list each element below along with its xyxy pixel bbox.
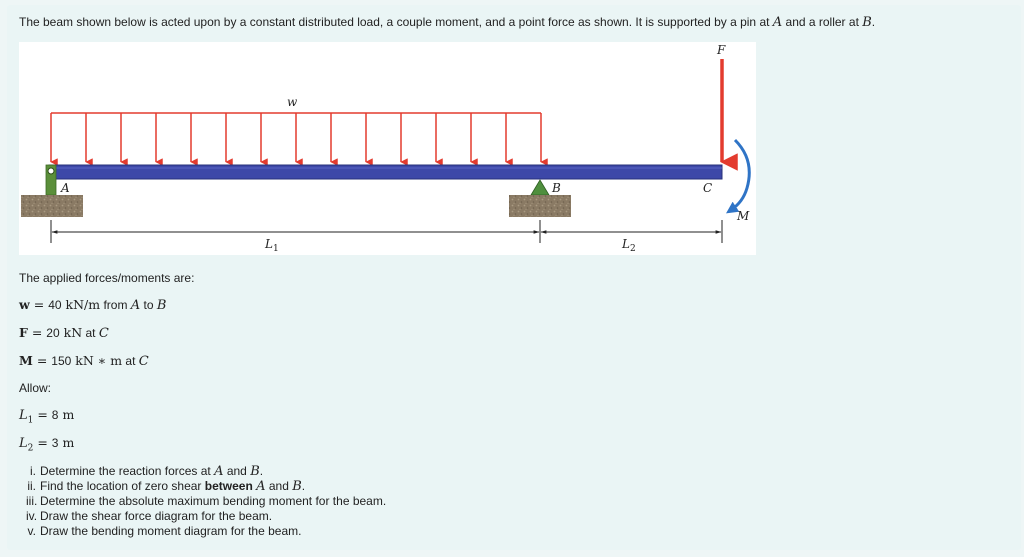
ground-a [21,195,83,217]
task-item: i.Determine the reaction forces at A and… [30,464,264,479]
beam-diagram: w A B F C M L1 L [21,43,751,254]
applied-heading: The applied forces/moments are: [19,271,195,285]
intro-text-3: . [871,15,876,29]
force-f-label: F [716,43,726,57]
pin-support-a [21,164,83,217]
task-item: v.Draw the bending moment diagram for th… [27,524,302,538]
l1-label: L1 [264,237,279,254]
task-item: iii.Determine the absolute maximum bendi… [26,494,387,508]
load-w-line: w = 40 kN/m from A to B [19,297,167,313]
pin-point-label: A [772,15,783,30]
roller-point-label: B [862,15,872,30]
beam [48,164,723,180]
point-c-label: C [703,181,712,195]
ground-b [509,195,571,217]
w-label: w [287,95,298,109]
beam-figure: w A B F C M L1 L [19,42,756,255]
length-l1-line: L1 = 8 m [19,407,75,426]
moment-m-label: M [736,209,750,223]
load-f-line: F = 20 kN at C [19,325,109,341]
allow-heading: Allow: [19,381,52,395]
roller-support-b [509,179,571,217]
couple-moment-arrow [726,138,751,214]
intro-text-2: and a roller at [782,15,863,29]
l2-label: L2 [621,237,636,254]
intro-text-1: The beam shown below is acted upon by a … [19,15,773,29]
distributed-load [50,112,548,166]
point-b-label: B [551,181,561,195]
load-m-line: M = 150 kN ∗ m at C [19,353,149,369]
length-l2-line: L2 = 3 m [19,435,75,454]
task-item: ii.Find the location of zero shear betwe… [27,479,306,494]
task-item: iv.Draw the shear force diagram for the … [26,509,273,523]
dimension-lines [50,220,723,243]
problem-intro: The beam shown below is acted upon by a … [19,15,875,30]
point-a-label: A [60,181,70,195]
task-list: i.Determine the reaction forces at A and… [26,464,387,539]
